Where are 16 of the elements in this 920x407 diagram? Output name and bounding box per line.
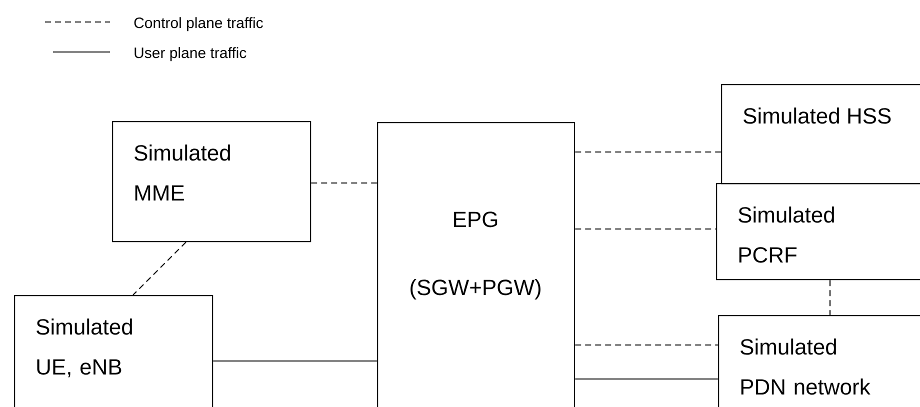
- connector: [575, 344, 718, 346]
- component-box: Simulated PDN network: [718, 315, 920, 407]
- connector: [575, 151, 721, 153]
- connector: [575, 228, 716, 230]
- connector: [213, 360, 377, 362]
- legend-label: User plane traffic: [134, 47, 246, 62]
- component-box: Simulated UE, eNB: [14, 295, 214, 407]
- component-box: Simulated PCRF: [716, 183, 920, 280]
- component-box: EPG (SGW+PGW): [377, 122, 576, 407]
- component-box: Simulated HSS: [721, 84, 920, 184]
- connector: [829, 280, 831, 315]
- connector: [575, 378, 718, 380]
- component-box: Simulated MME: [112, 121, 312, 242]
- connector: [311, 182, 377, 184]
- connector: [132, 242, 186, 296]
- legend-label: Control plane traffic: [134, 17, 263, 32]
